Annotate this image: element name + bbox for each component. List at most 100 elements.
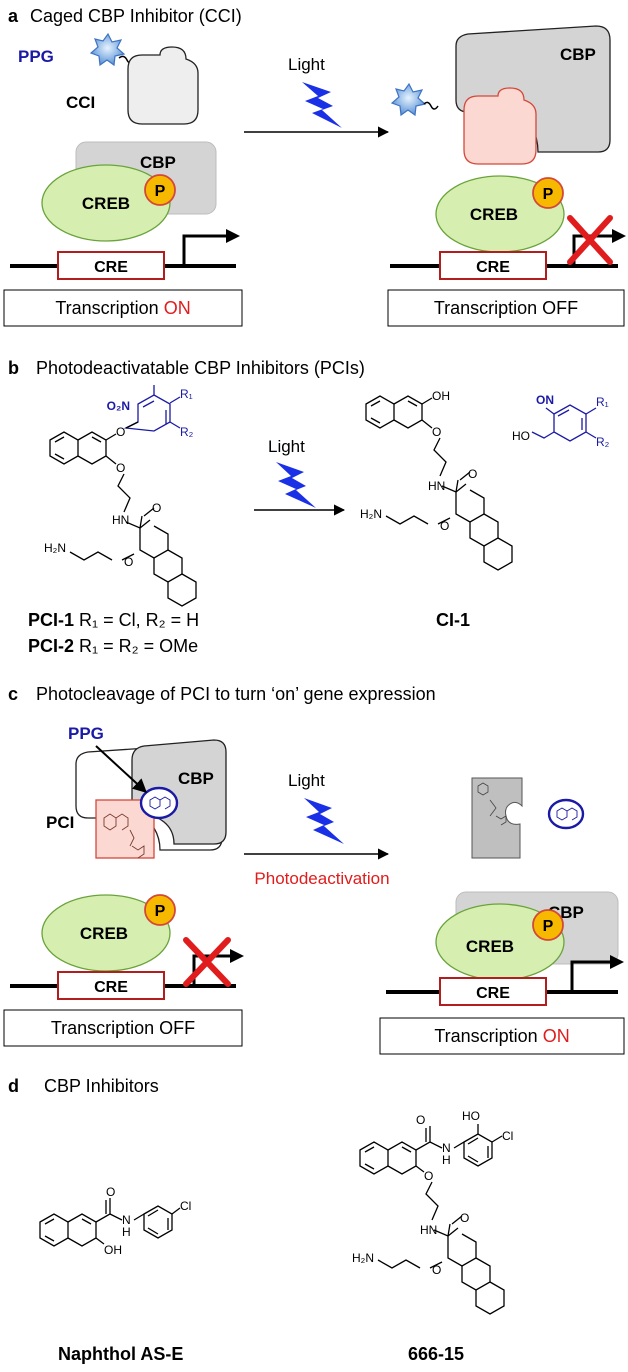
cbp-label-c-left: CBP	[178, 769, 214, 788]
compound-666-h2n-label: H₂N	[352, 1251, 374, 1265]
phospho-badge-a-left	[144, 174, 176, 206]
ppg-star-icon	[89, 32, 126, 67]
cre-element-c-left	[57, 971, 165, 1000]
tss-arrow-c-right	[570, 960, 612, 992]
compound-666-o-label-3: O	[460, 1211, 469, 1225]
tss-arrowhead-a-left	[226, 229, 240, 243]
ci1-hn-label: HN	[428, 479, 445, 493]
pci1-caption: PCI-1 R₁ = Cl, R₂ = H	[28, 610, 199, 630]
phospho-label-c-left: P	[155, 903, 166, 920]
naphthol-cl-label: Cl	[180, 1199, 191, 1213]
cre-element-a-right	[439, 251, 547, 280]
blocked-x-icon-a	[567, 215, 613, 265]
ppg-star-icon-released	[390, 82, 427, 117]
cre-label-c-right: CRE	[476, 985, 510, 1002]
cci-label: CCI	[66, 93, 95, 112]
compound-666-15-caption: 666-15	[408, 1344, 464, 1364]
cre-label-a-right: CRE	[476, 259, 510, 276]
naphthol-o-label: O	[106, 1185, 115, 1199]
tss-arrowhead-a-right	[612, 229, 626, 243]
compound-666-o-label-1: O	[416, 1113, 425, 1127]
photodeactivation-label: Photodeactivation	[254, 869, 389, 888]
pci-label-c: PCI	[46, 813, 74, 832]
light-label-c: Light	[288, 771, 325, 790]
byproduct-r1-label: R₁	[596, 395, 609, 409]
compound-666-n-label: N	[442, 1141, 451, 1155]
naphthol-n-label: N	[122, 1213, 131, 1227]
pci-r1-label: R₁	[180, 387, 193, 401]
released-inhibitor-c	[471, 777, 523, 859]
naphthol-h-label: H	[122, 1225, 131, 1239]
light-bolt-icon-b	[276, 462, 316, 508]
phospho-label-a-left: P	[155, 183, 166, 200]
pci-mini-structure-c	[103, 813, 145, 859]
compound-666-ho-label: HO	[462, 1109, 480, 1123]
pci-o-label-3: O	[152, 501, 161, 515]
panel-a-letter: a	[8, 6, 19, 26]
transcription-box-a-left	[3, 289, 243, 327]
panel-c: c Photocleavage of PCI to turn ‘on’ gene…	[3, 684, 625, 1055]
pci-h2n-label: H₂N	[44, 541, 66, 555]
cbp-label-a-left: CBP	[140, 153, 176, 172]
light-label-a: Light	[288, 55, 325, 74]
pci-o-label-2: O	[116, 461, 125, 475]
byproduct-on-label: ON	[536, 393, 554, 407]
pci2-caption: PCI-2 R₁ = R₂ = OMe	[28, 636, 198, 656]
ppg-circle-c	[139, 786, 179, 820]
ppg-label-c: PPG	[68, 724, 104, 743]
ci1-h2n-label: H₂N	[360, 507, 382, 521]
ppg-linker-released	[423, 101, 439, 110]
ci1-o-label-3: O	[440, 519, 449, 533]
panel-d-letter: d	[8, 1076, 19, 1096]
cbp-label-a-right: CBP	[560, 45, 596, 64]
cci-inhibitor-shape	[127, 46, 199, 125]
transcription-text-c-left: Transcription OFF	[51, 1018, 195, 1038]
transcription-box-a-right	[387, 289, 625, 327]
phospho-label-a-right: P	[543, 186, 554, 203]
pci-r2-label: R₂	[180, 425, 194, 439]
panel-d-title: CBP Inhibitors	[44, 1076, 159, 1096]
light-bolt-icon-a	[302, 82, 342, 128]
phospho-badge-a-right	[532, 177, 564, 209]
ci1-o-label-1: O	[432, 425, 441, 439]
transcription-box-c-left	[3, 1009, 243, 1047]
panel-c-letter: c	[8, 684, 18, 704]
compound-666-hn-label: HN	[420, 1223, 437, 1237]
ci1-o-label-2: O	[468, 467, 477, 481]
creb-label-a-right: CREB	[470, 205, 518, 224]
panel-a-title: Caged CBP Inhibitor (CCI)	[30, 6, 242, 26]
panel-c-title: Photocleavage of PCI to turn ‘on’ gene e…	[36, 684, 436, 704]
panel-b-letter: b	[8, 358, 19, 378]
phospho-badge-c-right	[532, 909, 564, 941]
cre-element-a-left	[57, 251, 165, 280]
creb-label-a-left: CREB	[82, 194, 130, 213]
transcription-box-c-right	[379, 1017, 625, 1055]
byproduct-r2-label: R₂	[596, 435, 610, 449]
transcription-text-c-right: Transcription ON	[434, 1026, 569, 1046]
compound-666-o-label-2: O	[424, 1169, 433, 1183]
cre-label-a-left: CRE	[94, 259, 128, 276]
ppg-pointer-arrow	[95, 745, 148, 793]
tss-arrowhead-c-right	[610, 955, 624, 969]
ppg-mini-structure-c	[149, 796, 171, 810]
creb-protein-a-left	[41, 164, 171, 242]
tss-arrow-a-left	[182, 234, 228, 266]
naphthol-oh-label: OH	[104, 1243, 122, 1257]
phospho-badge-c-left	[144, 894, 176, 926]
creb-label-c-right: CREB	[466, 937, 514, 956]
byproduct-ho-label: HO	[512, 429, 530, 443]
panel-b-title: Photodeactivatable CBP Inhibitors (PCIs)	[36, 358, 365, 378]
panel-b: b Photodeactivatable CBP Inhibitors (PCI…	[8, 358, 610, 656]
pci-o-label-4: O	[124, 555, 133, 569]
phospho-label-c-right: P	[543, 918, 554, 935]
compound-666-h-label: H	[442, 1153, 451, 1167]
pci-hn-label: HN	[112, 513, 129, 527]
light-bolt-icon-c	[304, 798, 344, 844]
compound-666-15-structure	[359, 1124, 505, 1315]
transcription-text-a-left: Transcription ON	[55, 298, 190, 318]
naphthol-as-e-structure	[39, 1198, 181, 1247]
ppg-label: PPG	[18, 47, 54, 66]
cre-element-c-right	[439, 977, 547, 1006]
nitroso-byproduct-structure	[531, 404, 597, 442]
